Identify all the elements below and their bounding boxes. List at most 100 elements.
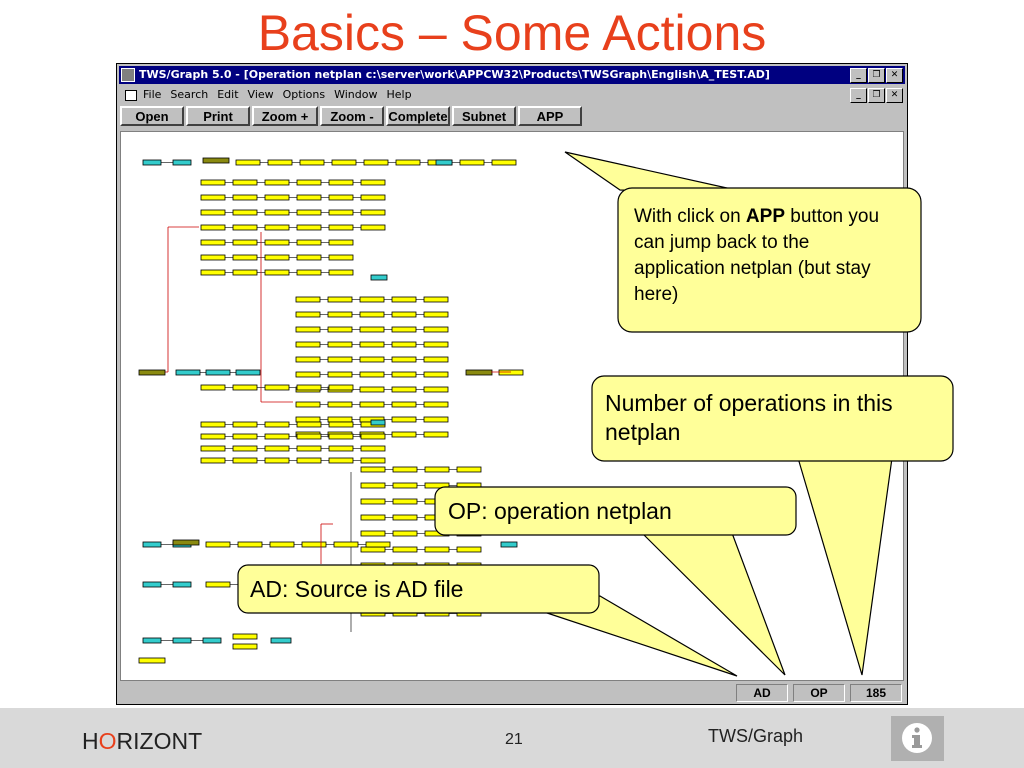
operation-node[interactable] (264, 421, 290, 428)
operation-node[interactable] (264, 209, 290, 216)
operation-node[interactable] (391, 341, 417, 348)
operation-node[interactable] (269, 541, 295, 548)
operation-node[interactable] (296, 194, 322, 201)
operation-node[interactable] (465, 369, 493, 376)
operation-node[interactable] (328, 384, 354, 391)
print-button[interactable]: Print (186, 106, 250, 126)
operation-node[interactable] (391, 431, 417, 438)
operation-node[interactable] (395, 159, 421, 166)
operation-node[interactable] (327, 401, 353, 408)
operation-node[interactable] (423, 386, 449, 393)
operation-node[interactable] (232, 194, 258, 201)
operation-node[interactable] (360, 514, 386, 521)
menu-view[interactable]: View (247, 88, 274, 101)
operation-node[interactable] (270, 637, 292, 644)
operation-node[interactable] (360, 433, 386, 440)
operation-node[interactable] (264, 384, 290, 391)
operation-node[interactable] (200, 433, 226, 440)
subnet-button[interactable]: Subnet (452, 106, 516, 126)
operation-node[interactable] (327, 311, 353, 318)
operation-node[interactable] (392, 546, 418, 553)
operation-node[interactable] (392, 466, 418, 473)
operation-node[interactable] (295, 356, 321, 363)
operation-node[interactable] (391, 386, 417, 393)
operation-node[interactable] (392, 514, 418, 521)
operation-node[interactable] (296, 384, 322, 391)
operation-node[interactable] (296, 433, 322, 440)
operation-node[interactable] (237, 541, 263, 548)
document-icon[interactable] (125, 89, 137, 101)
operation-node[interactable] (205, 581, 231, 588)
operation-node[interactable] (423, 341, 449, 348)
operation-node[interactable] (328, 224, 354, 231)
operation-node[interactable] (456, 546, 482, 553)
operation-node[interactable] (264, 179, 290, 186)
operation-node[interactable] (138, 369, 166, 376)
operation-node[interactable] (200, 224, 226, 231)
operation-node[interactable] (232, 209, 258, 216)
operation-node[interactable] (392, 530, 418, 537)
operation-node[interactable] (295, 401, 321, 408)
operation-node[interactable] (200, 194, 226, 201)
restore-button[interactable]: ❐ (868, 68, 885, 83)
operation-node[interactable] (205, 369, 231, 376)
operation-node[interactable] (360, 530, 386, 537)
operation-node[interactable] (491, 159, 517, 166)
operation-node[interactable] (232, 457, 258, 464)
operation-node[interactable] (295, 326, 321, 333)
operation-node[interactable] (360, 498, 386, 505)
operation-node[interactable] (200, 254, 226, 261)
operation-node[interactable] (423, 356, 449, 363)
operation-node[interactable] (392, 482, 418, 489)
operation-node[interactable] (423, 416, 449, 423)
operation-node[interactable] (331, 159, 357, 166)
doc-close-button[interactable]: ✕ (886, 88, 903, 103)
operation-node[interactable] (424, 546, 450, 553)
operation-node[interactable] (391, 311, 417, 318)
operation-node[interactable] (359, 296, 385, 303)
operation-node[interactable] (327, 326, 353, 333)
operation-node[interactable] (172, 637, 192, 644)
operation-node[interactable] (360, 179, 386, 186)
menu-window[interactable]: Window (334, 88, 378, 101)
operation-node[interactable] (205, 541, 231, 548)
operation-node[interactable] (200, 209, 226, 216)
operation-node[interactable] (328, 254, 354, 261)
operation-node[interactable] (423, 311, 449, 318)
operation-node[interactable] (296, 269, 322, 276)
operation-node[interactable] (232, 269, 258, 276)
operation-node[interactable] (327, 356, 353, 363)
menu-help[interactable]: Help (386, 88, 412, 101)
operation-node[interactable] (370, 419, 386, 426)
operation-node[interactable] (333, 541, 359, 548)
operation-node[interactable] (200, 179, 226, 186)
operation-node[interactable] (200, 269, 226, 276)
operation-node[interactable] (296, 457, 322, 464)
operation-node[interactable] (299, 159, 325, 166)
operation-node[interactable] (295, 311, 321, 318)
doc-restore-button[interactable]: ❐ (868, 88, 885, 103)
operation-node[interactable] (264, 457, 290, 464)
operation-node[interactable] (360, 194, 386, 201)
operation-node[interactable] (232, 633, 258, 640)
operation-node[interactable] (423, 401, 449, 408)
operation-node[interactable] (365, 541, 391, 548)
operation-node[interactable] (235, 159, 261, 166)
operation-node[interactable] (327, 296, 353, 303)
operation-node[interactable] (328, 457, 354, 464)
operation-node[interactable] (360, 482, 386, 489)
complete-button[interactable]: Complete (386, 106, 450, 126)
operation-node[interactable] (359, 326, 385, 333)
operation-node[interactable] (370, 274, 388, 281)
operation-node[interactable] (359, 341, 385, 348)
operation-node[interactable] (172, 159, 192, 166)
operation-node[interactable] (232, 224, 258, 231)
operation-node[interactable] (360, 224, 386, 231)
operation-node[interactable] (296, 179, 322, 186)
operation-node[interactable] (202, 637, 222, 644)
operation-node[interactable] (391, 356, 417, 363)
operation-node[interactable] (296, 239, 322, 246)
operation-node[interactable] (391, 401, 417, 408)
operation-node[interactable] (359, 356, 385, 363)
operation-node[interactable] (391, 416, 417, 423)
